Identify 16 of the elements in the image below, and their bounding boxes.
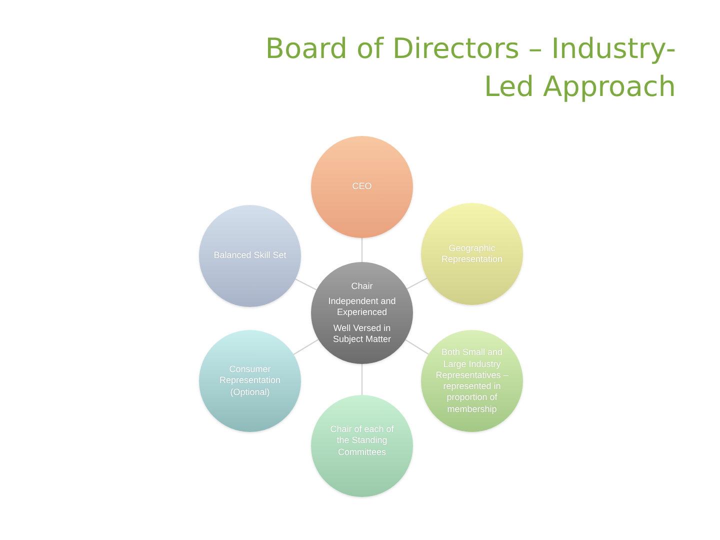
- connector-line: [295, 278, 317, 290]
- connector-line: [406, 278, 428, 290]
- node-text: Both Small and Large Industry Representatives – represented in proportion of membership: [434, 347, 510, 415]
- title: Board of Directors – Industry-Led Approach: [264, 31, 676, 105]
- node-text: Well Versed in Subject Matter: [332, 322, 392, 346]
- connector-line: [405, 339, 429, 355]
- node-text: Geographic Representation: [440, 242, 504, 266]
- node-text: Balanced Skill Set: [214, 250, 286, 262]
- node-text: CEO: [352, 181, 372, 193]
- connector-line: [293, 338, 319, 356]
- node-text: Chair: [351, 280, 373, 292]
- connector-line: [361, 364, 363, 395]
- connector-line: [361, 238, 363, 262]
- node-text: Chair of each of the Standing Committees: [329, 424, 395, 458]
- node-text: Independent and Experienced: [327, 296, 397, 319]
- node-text: Consumer Representation (Optional): [218, 364, 282, 398]
